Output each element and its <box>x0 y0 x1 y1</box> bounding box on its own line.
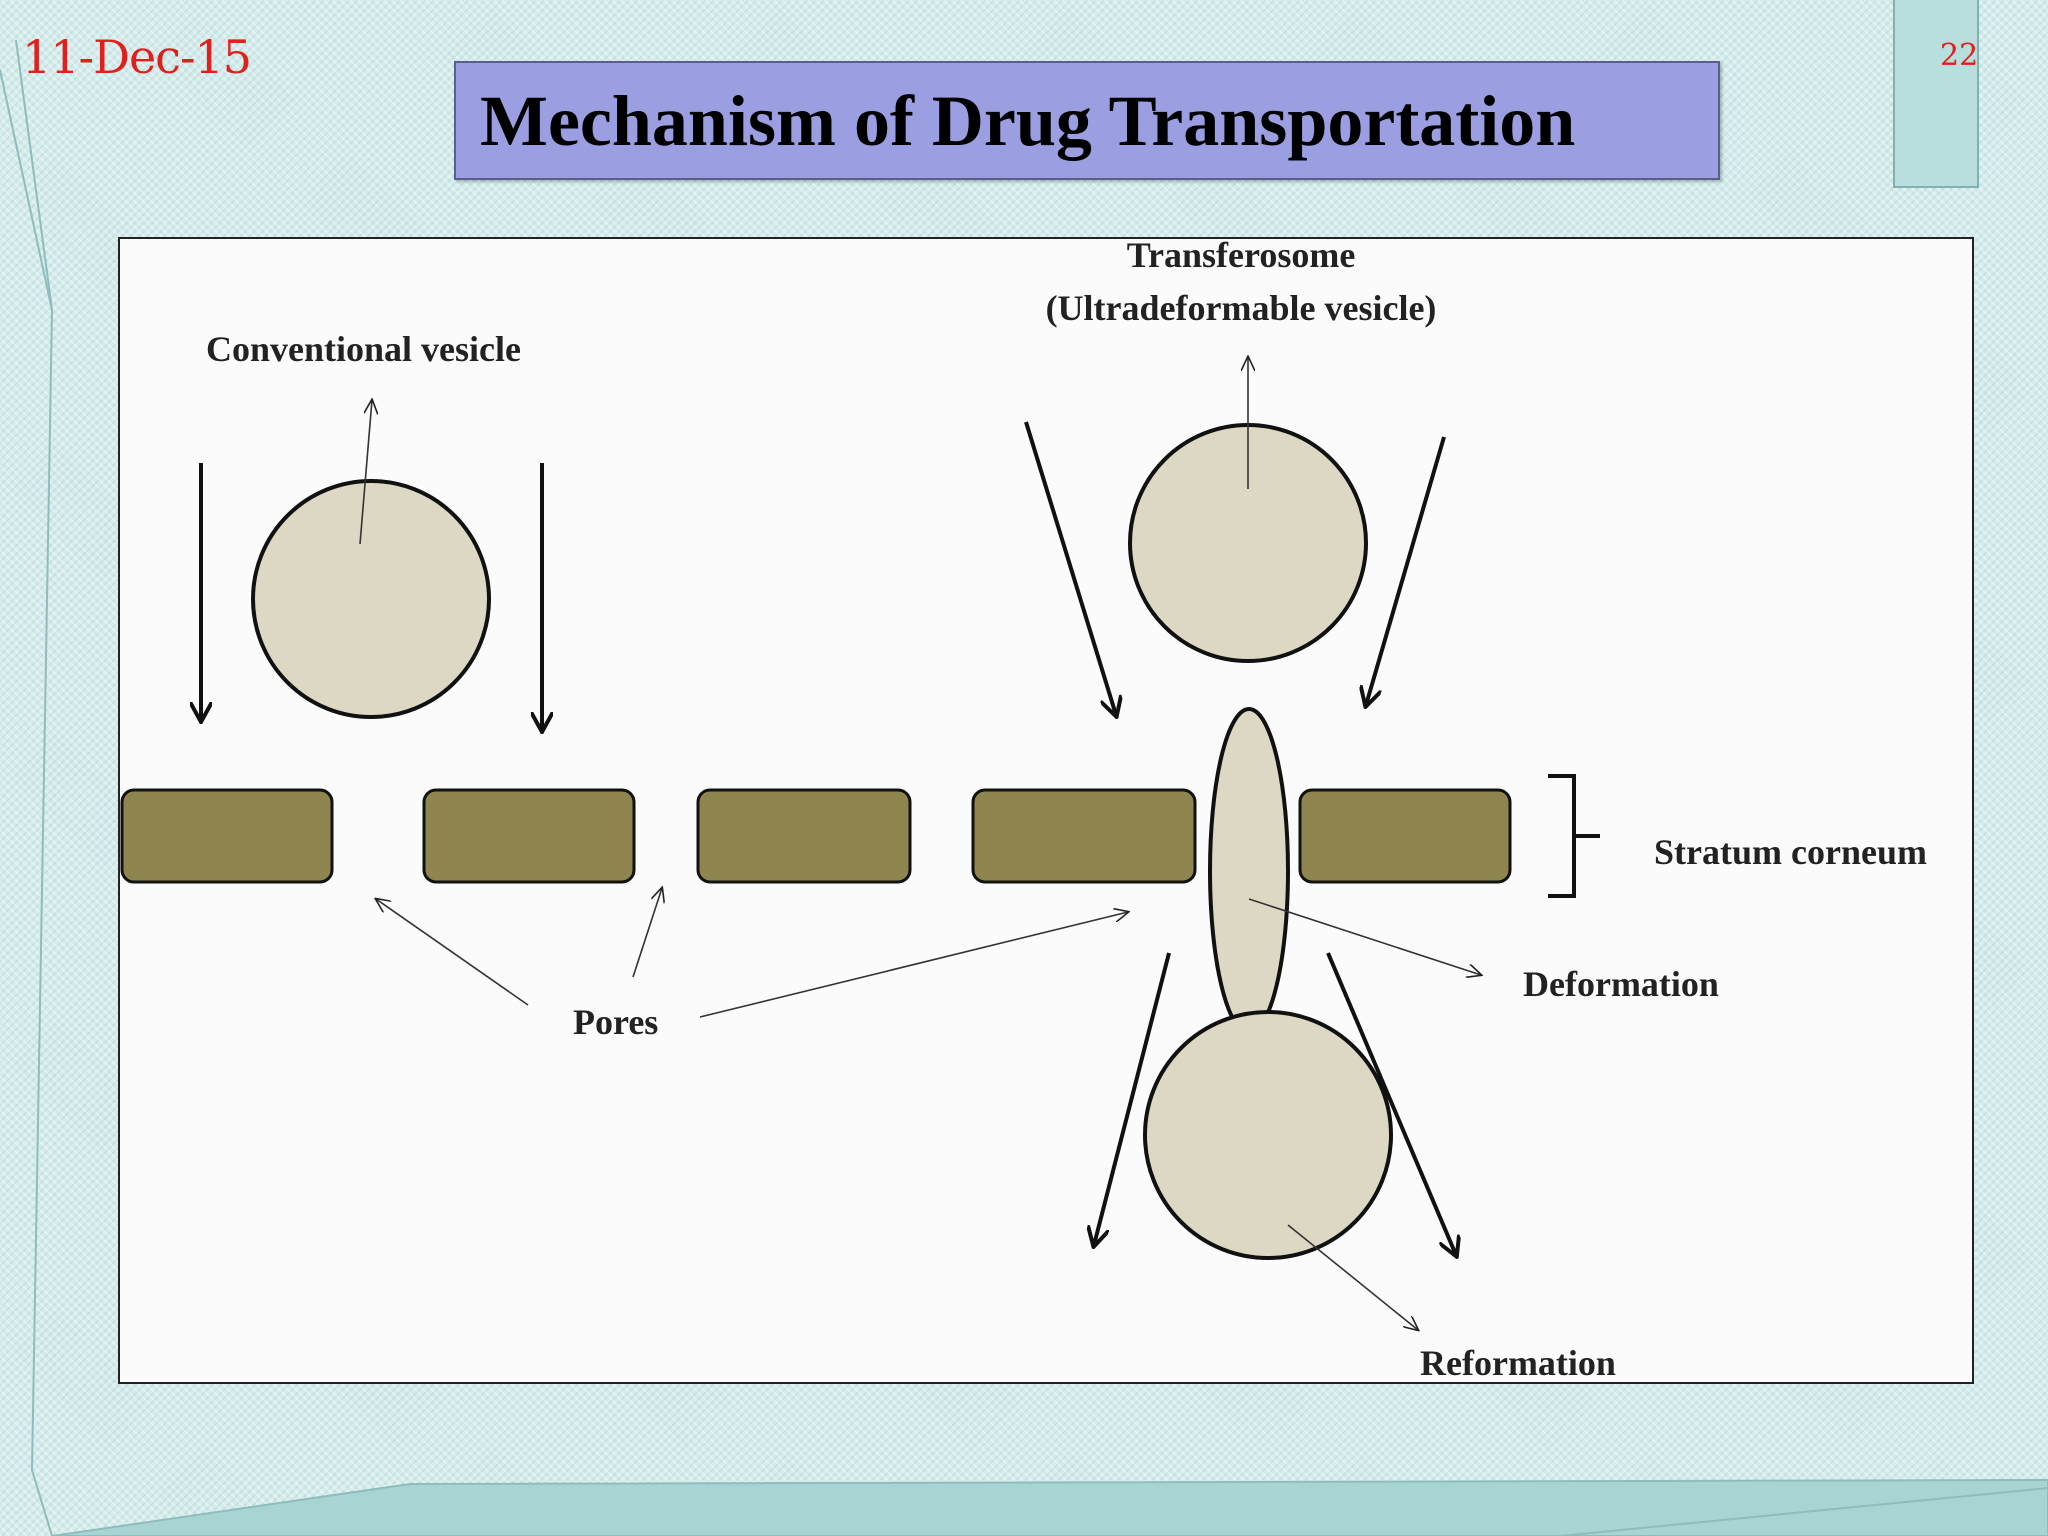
pore-pointer-2 <box>632 888 662 978</box>
corneum-block <box>120 788 334 884</box>
corneum-block <box>971 788 1197 884</box>
transport-diagram: Transferosome (Ultradeformable vesicle) … <box>120 237 1927 1383</box>
conventional-pointer <box>359 400 372 545</box>
pore-pointer-3 <box>699 912 1128 1018</box>
label-reformation: Reformation <box>1420 1343 1616 1383</box>
label-pores: Pores <box>573 1002 658 1042</box>
outgoing-arrow-right <box>1326 952 1456 1255</box>
reformation-pointer <box>1287 1224 1418 1330</box>
pore-pointer-1 <box>376 899 529 1006</box>
incoming-arrow-left <box>1024 421 1116 715</box>
deformed-vesicle <box>1208 707 1290 1035</box>
bottom-band <box>51 1478 2048 1536</box>
bottom-frame-line <box>1559 1487 2048 1536</box>
label-stratum-corneum: Stratum corneum <box>1654 832 1927 872</box>
stratum-corneum-layer <box>120 788 1512 884</box>
label-transferosome: Transferosome <box>1127 237 1356 275</box>
slide-date: 11-Dec-15 <box>22 30 252 84</box>
slide-title: Mechanism of Drug Transportation <box>480 81 1576 161</box>
label-deformation: Deformation <box>1523 964 1719 1004</box>
label-conventional-vesicle: Conventional vesicle <box>206 329 521 369</box>
left-frame-line-2 <box>0 69 53 311</box>
page-number-tab <box>1893 0 1979 188</box>
page-number: 22 <box>1940 38 1979 73</box>
label-ultradeformable: (Ultradeformable vesicle) <box>1046 288 1437 328</box>
corneum-block <box>1298 788 1512 884</box>
incoming-arrow-right <box>1366 436 1446 705</box>
conventional-vesicle <box>251 479 491 719</box>
corneum-block <box>422 788 636 884</box>
corneum-block <box>696 788 912 884</box>
reformed-vesicle <box>1143 1010 1393 1260</box>
stratum-bracket <box>1548 774 1600 898</box>
outgoing-arrow-left <box>1094 952 1171 1245</box>
left-frame-line <box>15 39 54 1536</box>
title-box <box>454 61 1720 180</box>
deformation-pointer <box>1248 898 1481 975</box>
